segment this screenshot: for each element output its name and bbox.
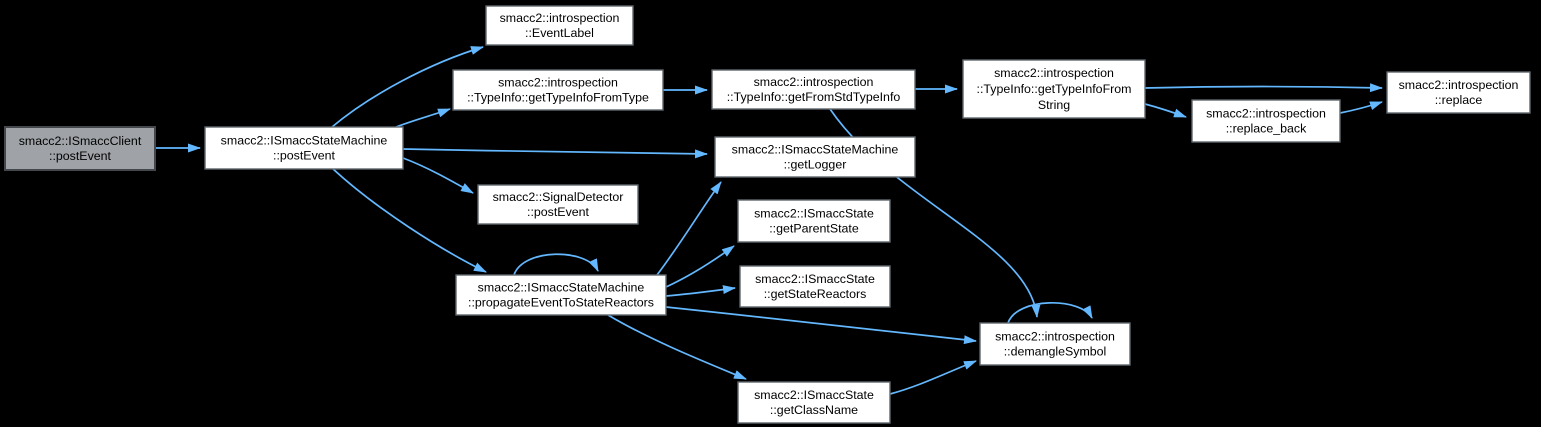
node-box[interactable] bbox=[455, 274, 667, 316]
node-label-line: ::EventLabel bbox=[525, 26, 594, 40]
node-box[interactable] bbox=[452, 69, 664, 111]
edge-ismaccstatemachine-postevent-to-ismaccstatemachine-getlogger bbox=[402, 148, 708, 159]
node-label-line: smacc2::introspection bbox=[994, 66, 1114, 80]
node-label-line: String bbox=[1038, 98, 1070, 112]
node-ismaccstatemachine-getlogger[interactable]: smacc2::ISmaccStateMachine::getLogger bbox=[714, 136, 916, 178]
edge-typeinfo-gettypeinfofromstring-to-introspection-replace-back bbox=[1144, 103, 1187, 118]
node-label-line: smacc2::ISmaccStateMachine bbox=[732, 143, 899, 157]
node-box[interactable] bbox=[477, 184, 639, 225]
node-label-line: ::postEvent bbox=[273, 149, 336, 163]
node-ismaccstatemachine-postevent[interactable]: smacc2::ISmaccStateMachine::postEvent bbox=[204, 126, 404, 170]
node-box[interactable] bbox=[962, 59, 1146, 119]
node-label-line: ::propagateEventToStateReactors bbox=[468, 296, 654, 310]
node-label-line: ::replace bbox=[1435, 93, 1483, 107]
node-label-line: smacc2::introspection bbox=[500, 11, 620, 25]
node-introspection-replace-back[interactable]: smacc2::introspection::replace_back bbox=[1191, 99, 1341, 143]
edge-ismaccstatemachine-postevent-to-propagateeventtostatereactors bbox=[331, 167, 487, 273]
node-propagateeventtostatereactors[interactable]: smacc2::ISmaccStateMachine::propagateEve… bbox=[455, 274, 667, 316]
node-label-line: smacc2::introspection bbox=[498, 76, 618, 90]
node-label-line: smacc2::ISmaccState bbox=[755, 272, 875, 286]
edge-introspection-replace-back-to-introspection-replace bbox=[1339, 101, 1383, 114]
node-typeinfo-gettypeinfofromstring[interactable]: smacc2::introspection::TypeInfo::getType… bbox=[962, 59, 1146, 119]
edge-propagateeventtostatereactors-to-ismaccstatemachine-getlogger bbox=[656, 181, 722, 276]
edge-propagateeventtostatereactors-to-ismaccstate-getclassname bbox=[607, 314, 747, 380]
node-ismaccclient-postevent[interactable]: smacc2::ISmaccClient::postEvent bbox=[4, 126, 156, 171]
node-introspection-demanglesymbol[interactable]: smacc2::introspection::demangleSymbol bbox=[979, 322, 1131, 366]
node-box[interactable] bbox=[711, 69, 916, 110]
node-box[interactable] bbox=[737, 199, 891, 243]
node-box[interactable] bbox=[204, 126, 404, 170]
node-typeinfo-getfromstdtypeinfo[interactable]: smacc2::introspection::TypeInfo::getFrom… bbox=[711, 69, 916, 110]
node-box[interactable] bbox=[739, 265, 891, 308]
node-label-line: smacc2::introspection bbox=[754, 75, 874, 89]
node-label-line: ::TypeInfo::getTypeInfoFrom bbox=[977, 82, 1132, 96]
node-label-line: smacc2::ISmaccState bbox=[754, 207, 874, 221]
node-box[interactable] bbox=[485, 5, 634, 46]
node-label-line: smacc2::ISmaccClient bbox=[19, 134, 142, 148]
node-box[interactable] bbox=[1386, 71, 1531, 114]
node-box[interactable] bbox=[737, 381, 891, 424]
node-label-line: smacc2::SignalDetector bbox=[493, 190, 624, 204]
node-introspection-eventlabel[interactable]: smacc2::introspection::EventLabel bbox=[485, 5, 634, 46]
node-label-line: smacc2::introspection bbox=[1399, 78, 1519, 92]
node-box[interactable] bbox=[4, 126, 156, 171]
edge-introspection-demanglesymbol-self-loop bbox=[1007, 302, 1093, 324]
node-label-line: ::getParentState bbox=[769, 222, 859, 236]
node-ismaccstate-getclassname[interactable]: smacc2::ISmaccState::getClassName bbox=[737, 381, 891, 424]
edge-propagateeventtostatereactors-to-introspection-demanglesymbol bbox=[665, 306, 977, 345]
node-typeinfo-gettypeinfofromtype[interactable]: smacc2::introspection::TypeInfo::getType… bbox=[452, 69, 664, 111]
edge-propagateeventtostatereactors-self-loop bbox=[513, 253, 599, 276]
edge-ismaccstatemachine-postevent-to-typeinfo-gettypeinfofromtype bbox=[395, 108, 451, 128]
node-label-line: ::TypeInfo::getFromStdTypeInfo bbox=[727, 90, 901, 104]
node-introspection-replace[interactable]: smacc2::introspection::replace bbox=[1386, 71, 1531, 114]
node-ismaccstate-getstatereactors[interactable]: smacc2::ISmaccState::getStateReactors bbox=[739, 265, 891, 308]
node-label-line: smacc2::introspection bbox=[1206, 107, 1326, 121]
node-label-line: smacc2::ISmaccState bbox=[754, 388, 874, 402]
node-label-line: smacc2::introspection bbox=[995, 330, 1115, 344]
node-label-line: smacc2::ISmaccStateMachine bbox=[221, 134, 388, 148]
node-label-line: ::getClassName bbox=[770, 403, 858, 417]
node-label-line: ::postEvent bbox=[527, 205, 590, 219]
edge-typeinfo-gettypeinfofromstring-to-introspection-replace bbox=[1144, 83, 1383, 93]
node-label-line: ::TypeInfo::getTypeInfoFromType bbox=[467, 91, 649, 105]
node-ismaccstate-getparentstate[interactable]: smacc2::ISmaccState::getParentState bbox=[737, 199, 891, 243]
edge-ismaccstatemachine-postevent-to-signaldetector-postevent bbox=[402, 157, 474, 194]
edge-propagateeventtostatereactors-to-ismaccstate-getstatereactors bbox=[665, 285, 736, 297]
node-label-line: smacc2::ISmaccStateMachine bbox=[478, 281, 645, 295]
node-label-line: ::replace_back bbox=[1226, 122, 1307, 136]
node-box[interactable] bbox=[979, 322, 1131, 366]
node-label-line: ::demangleSymbol bbox=[1004, 345, 1107, 359]
edge-ismaccstatemachine-postevent-to-introspection-eventlabel bbox=[331, 46, 484, 128]
node-box[interactable] bbox=[1191, 99, 1341, 143]
node-box[interactable] bbox=[714, 136, 916, 178]
node-label-line: ::getLogger bbox=[784, 158, 847, 172]
edge-propagateeventtostatereactors-to-ismaccstate-getparentstate bbox=[665, 245, 735, 288]
node-label-line: ::postEvent bbox=[49, 149, 112, 163]
node-signaldetector-postevent[interactable]: smacc2::SignalDetector::postEvent bbox=[477, 184, 639, 225]
node-label-line: ::getStateReactors bbox=[764, 287, 867, 301]
edge-ismaccstate-getclassname-to-introspection-demanglesymbol bbox=[889, 360, 977, 395]
